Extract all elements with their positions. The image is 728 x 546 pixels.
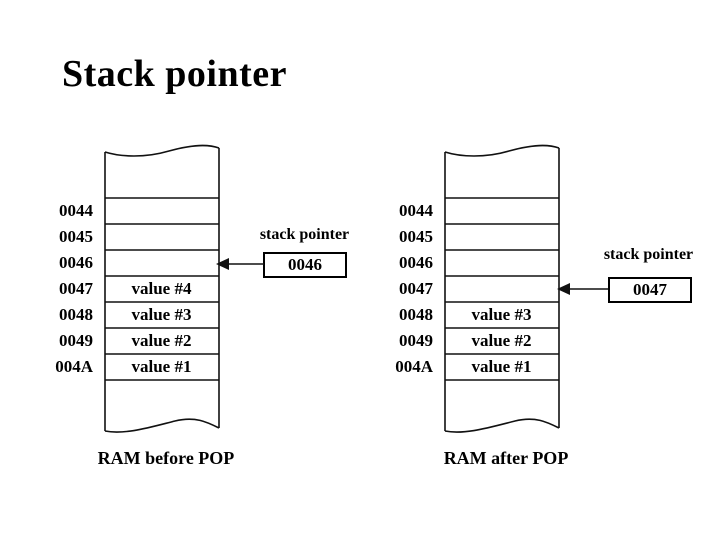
cell-value [444,224,559,250]
cell-value [444,198,559,224]
stack-pointer-label: stack pointer [603,246,694,263]
address-label: 0046 [59,253,93,272]
cell-value: value #4 [131,279,192,298]
address-label: 0045 [399,227,433,246]
cell-value [444,276,559,302]
cell-value: value #2 [471,331,532,350]
pointer-arrow-icon [216,258,264,270]
address-label: 0048 [399,305,433,324]
cell-value [104,250,219,276]
diagram-caption: RAM before POP [97,448,235,468]
address-label: 0049 [399,331,433,350]
memory-column-outline [444,144,560,433]
pointer-arrow-icon [557,283,608,295]
address-label: 0049 [59,331,93,350]
stack-pointer-register-box: 0046 [263,252,347,278]
cell-value: value #2 [131,331,192,350]
cell-value [104,198,219,224]
cell-value: value #1 [131,357,192,376]
cell-value: value #3 [471,305,532,324]
stack-pointer-label: stack pointer [259,226,350,243]
cell-value: value #1 [471,357,532,376]
stack-pointer-register-box: 0047 [608,277,692,303]
address-label: 004A [55,357,93,376]
address-label: 0048 [59,305,93,324]
address-label: 0044 [399,201,433,220]
address-label: 0047 [399,279,433,298]
address-label: 0044 [59,201,93,220]
cell-value [104,224,219,250]
address-label: 004A [395,357,433,376]
slide-title: Stack pointer [62,53,287,95]
memory-column-outline [104,144,220,433]
cell-value [444,250,559,276]
cell-value: value #3 [131,305,192,324]
diagram-caption: RAM after POP [443,448,569,468]
address-label: 0045 [59,227,93,246]
address-label: 0047 [59,279,93,298]
address-label: 0046 [399,253,433,272]
